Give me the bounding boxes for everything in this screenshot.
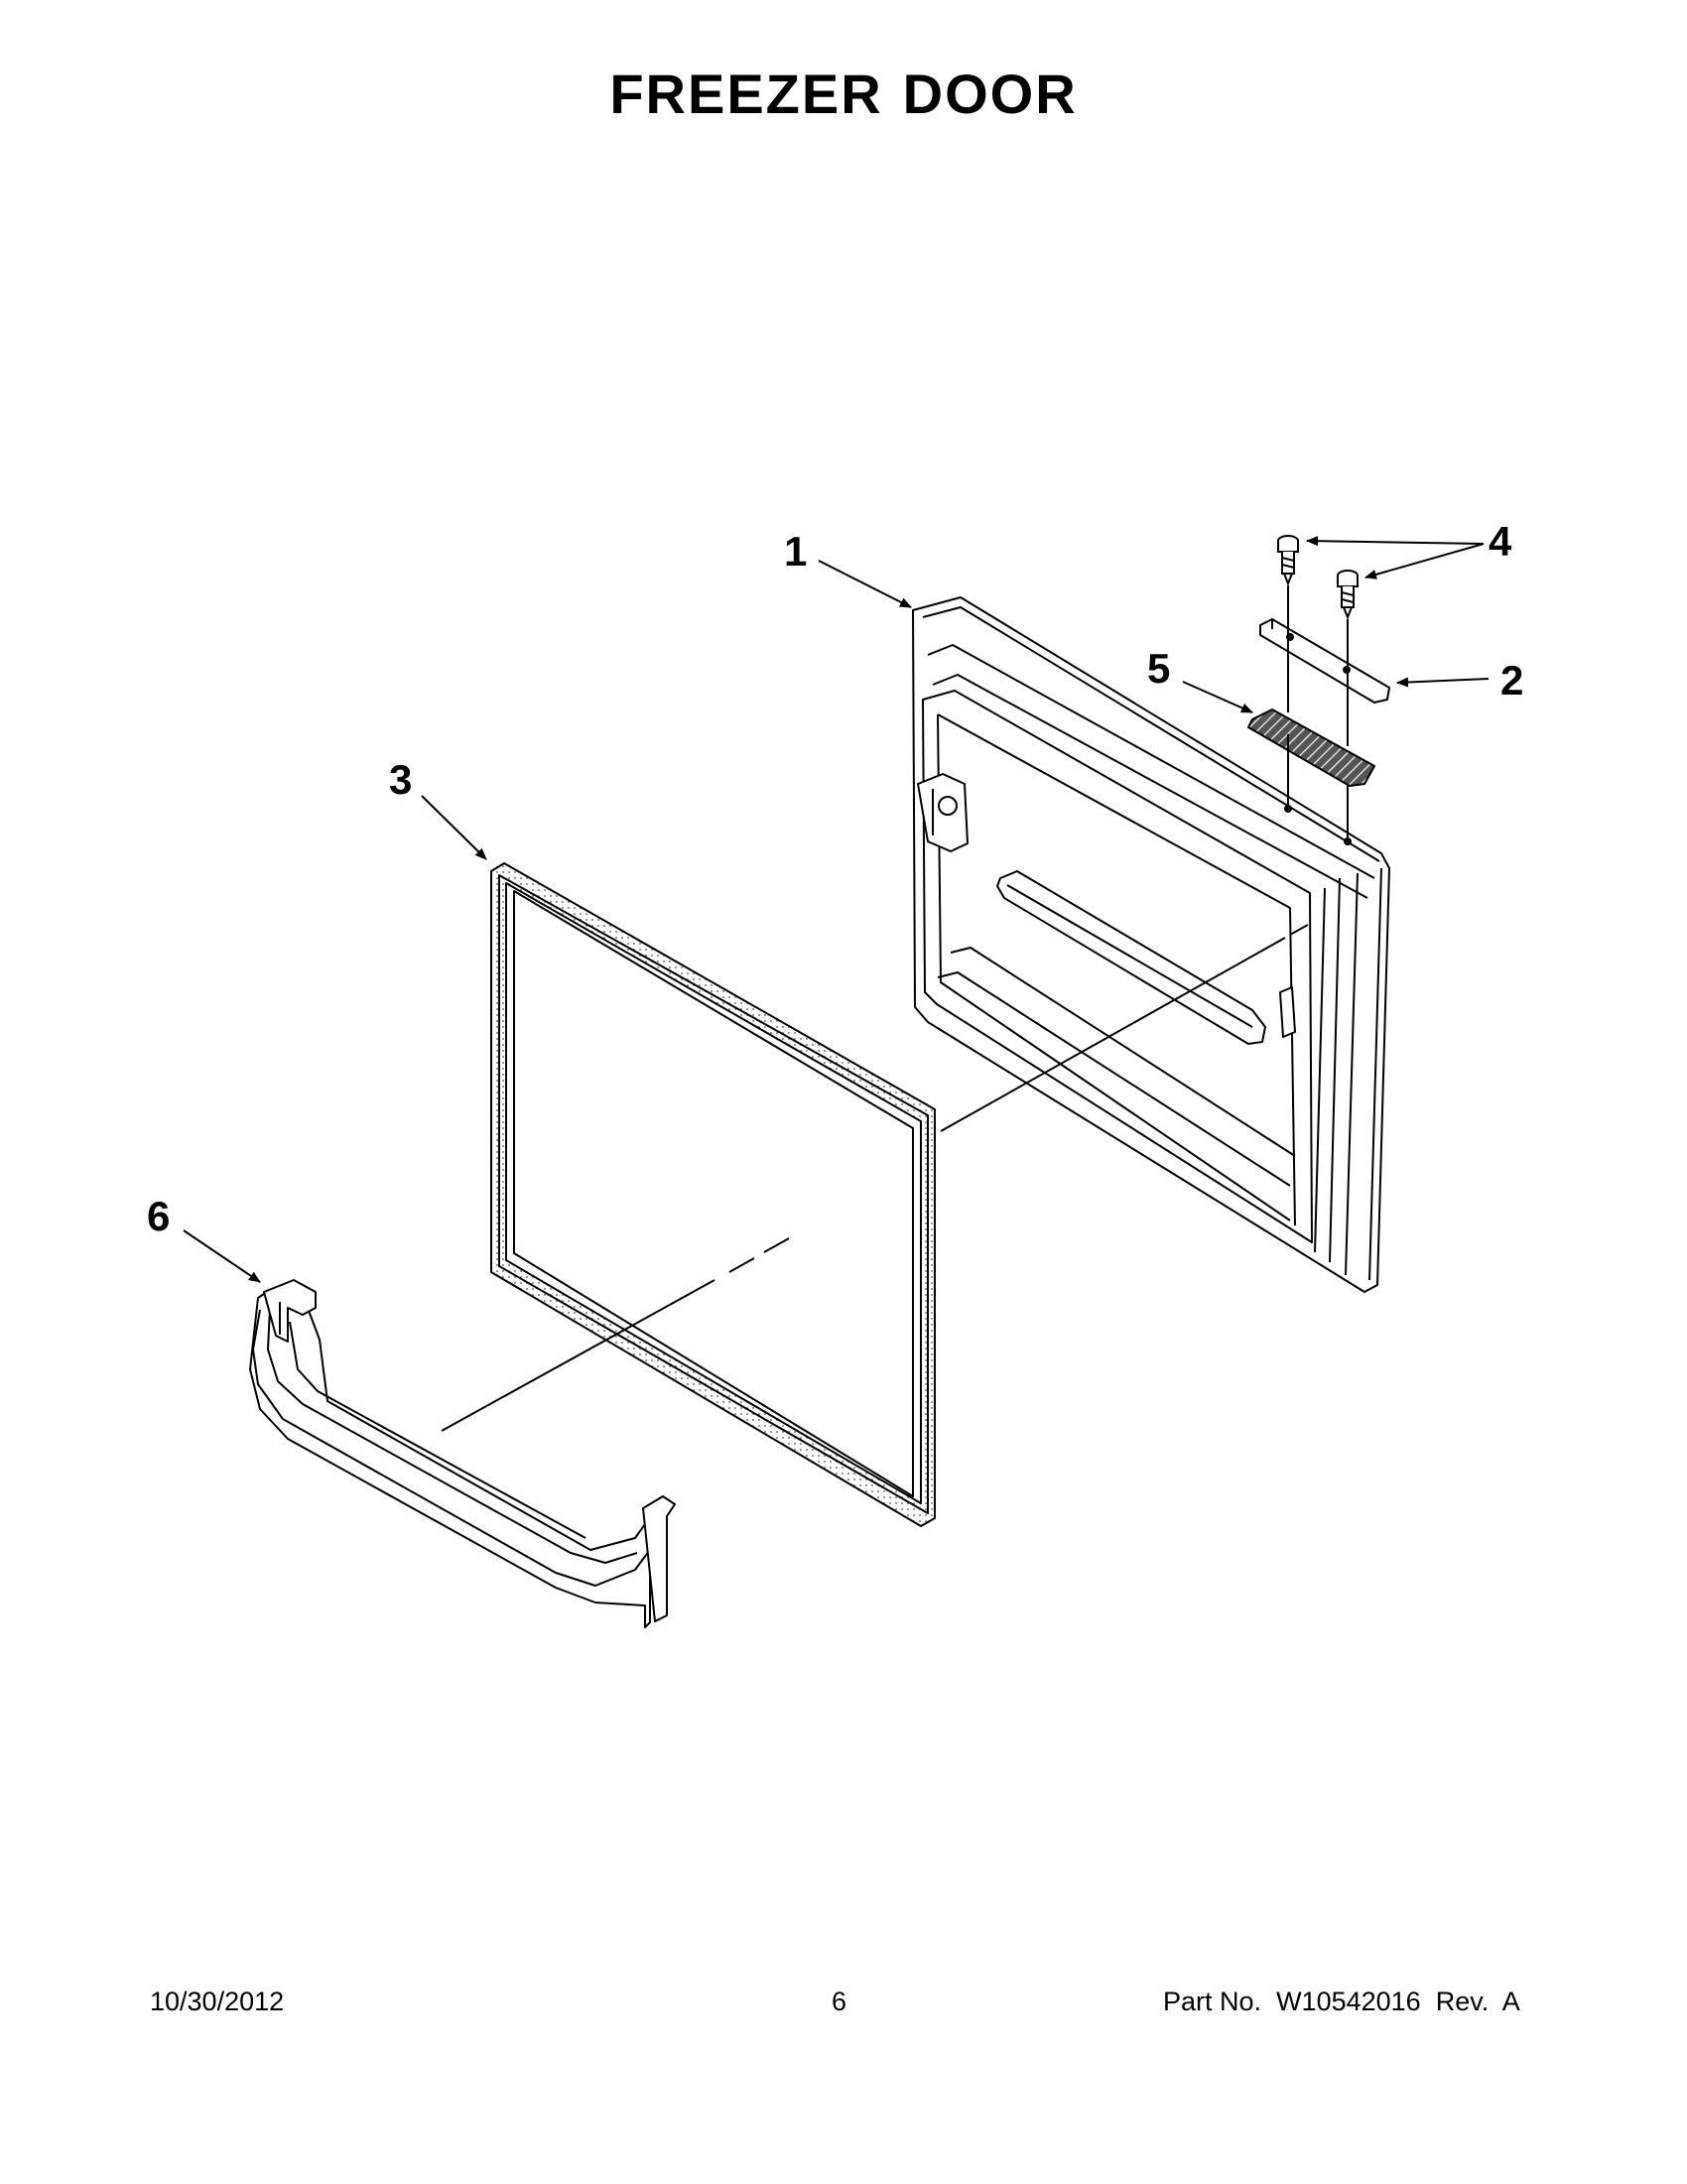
page-title: FREEZER DOOR	[0, 62, 1687, 126]
screw-icon	[1277, 535, 1359, 620]
footer-page-number: 6	[832, 1987, 847, 2016]
hinge-insert-icon	[1247, 708, 1375, 787]
callout-leaders	[183, 536, 1490, 1283]
part-number: W10542016	[1276, 1987, 1421, 2016]
rev-label: Rev.	[1435, 1987, 1490, 2016]
title-word-freezer: FREEZER	[609, 63, 883, 125]
door-bin-icon	[249, 1279, 676, 1628]
door-gasket-icon	[490, 862, 936, 1527]
callout-5: 5	[1147, 645, 1170, 692]
footer-part-number: Part No. W10542016 Rev. A	[1163, 1987, 1520, 2017]
callout-1: 1	[784, 528, 807, 575]
rev-value: A	[1501, 1987, 1520, 2016]
door-panel-icon	[912, 596, 1390, 1293]
callout-4: 4	[1489, 518, 1512, 565]
footer-date: 10/30/2012	[150, 1987, 285, 2016]
door-trim-icon	[1259, 618, 1390, 704]
title-word-door: DOOR	[902, 63, 1078, 125]
callout-2: 2	[1500, 657, 1523, 704]
callout-6: 6	[147, 1193, 170, 1239]
callout-3: 3	[389, 756, 412, 803]
assembly-lines	[441, 585, 1352, 1432]
part-label: Part No.	[1163, 1987, 1262, 2016]
